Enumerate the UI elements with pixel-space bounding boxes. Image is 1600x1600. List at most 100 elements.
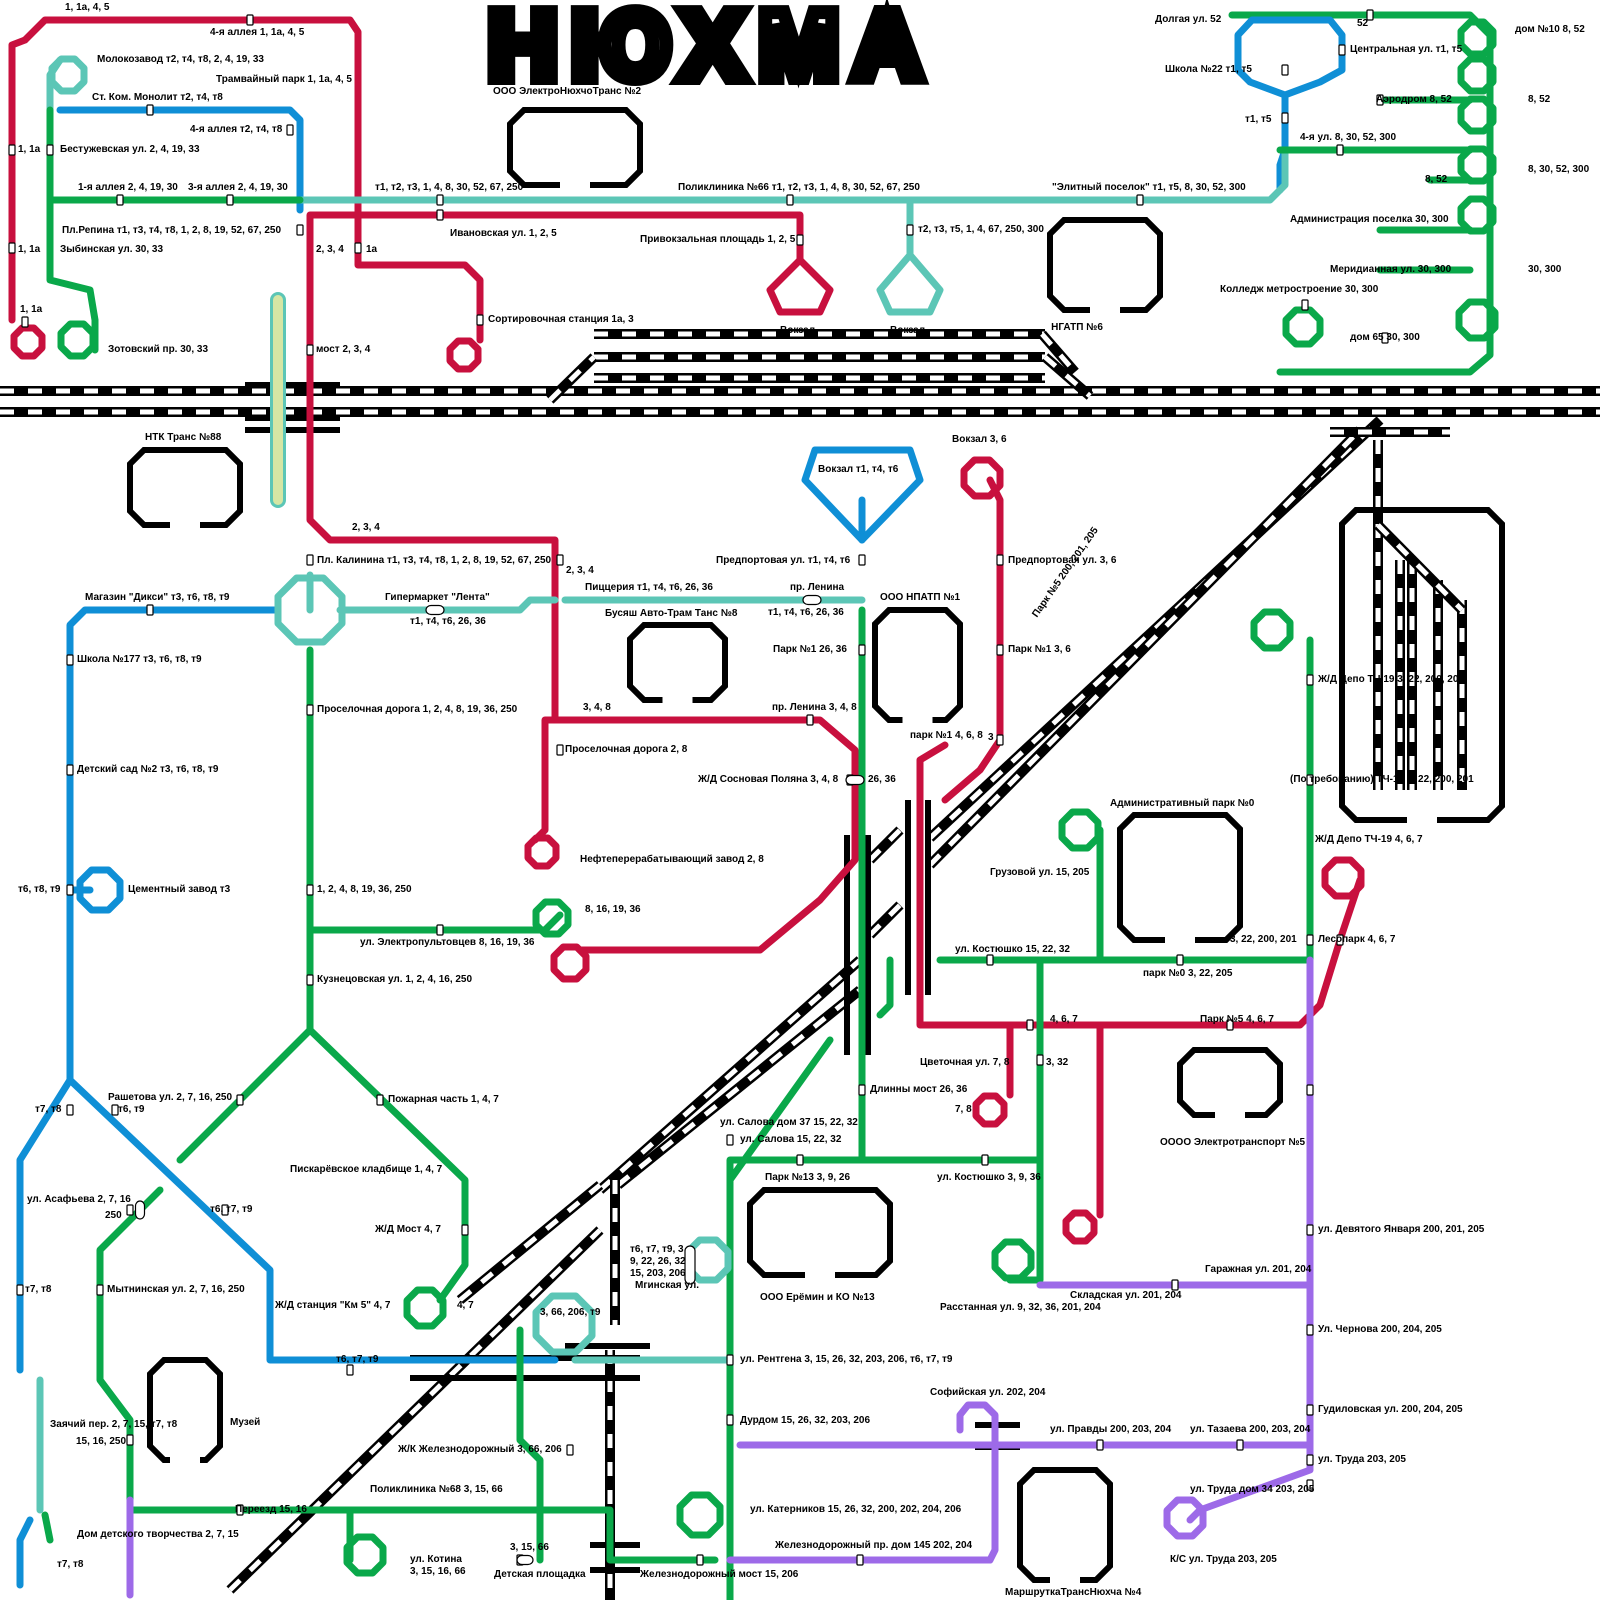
depot-label-d3: НТК Транс №88 [145, 432, 222, 443]
station-label: 3, 32 [1046, 1057, 1069, 1068]
stop-marker [1176, 954, 1184, 966]
stop-marker [346, 1364, 354, 1376]
stop-marker [476, 314, 484, 326]
depot-eremin [747, 1187, 893, 1278]
terminal-loop [876, 251, 944, 316]
station-label: 9, 22, 26, 32 [630, 1256, 686, 1267]
depot-elektrotransport [1177, 1047, 1283, 1118]
station-label: Пл.Репина т1, т3, т4, т8, 1, 2, 8, 19, 5… [62, 225, 281, 236]
station-label: Гипермаркет "Лента" [385, 592, 490, 603]
terminal-loop [532, 898, 572, 938]
stop-marker [436, 924, 444, 936]
railway-track [546, 353, 598, 404]
terminal-loop [1457, 55, 1497, 95]
station-label: 4-я аллея 1, 1a, 4, 5 [210, 27, 305, 38]
station-label: 4, 6, 7 [1050, 1014, 1078, 1025]
stop-marker [806, 714, 814, 726]
station-label: Ж/Д станция "Км 5" 4, 7 [274, 1300, 391, 1311]
station-label: парк №0 3, 22, 205 [1143, 968, 1233, 979]
stop-marker [858, 644, 866, 656]
station-label: Нефтеперерабатывающий завод 2, 8 [580, 853, 764, 865]
stop-marker [306, 704, 314, 716]
station-label: 30, 300 [1528, 264, 1562, 275]
station-label: Школа №177 т3, т6, т8, т9 [77, 654, 202, 665]
stop-marker [1026, 1019, 1034, 1031]
stop-marker [376, 1094, 384, 1106]
stop-marker [1136, 194, 1144, 206]
stop-marker [1306, 1324, 1314, 1336]
station-label: Пожарная часть 1, 4, 7 [388, 1094, 499, 1105]
terminal-loop [76, 866, 124, 914]
station-label: т1, т5 [1245, 114, 1272, 125]
route-green [46, 106, 99, 354]
station-label: ул. Рентгена 3, 15, 26, 32, 203, 206, т6… [740, 1354, 953, 1365]
route-lines [8, 11, 1499, 1600]
station-label: 3 [988, 732, 994, 743]
station-label: ул. Асафьева 2, 7, 16 [27, 1193, 131, 1205]
stop-marker [726, 1354, 734, 1366]
route-green [306, 911, 564, 934]
terminal-loop [956, 1401, 999, 1449]
stop-marker [66, 764, 74, 776]
stop-marker [236, 1094, 244, 1106]
terminal-loop-1-1a [10, 324, 46, 360]
stop-marker [66, 654, 74, 666]
station-label: 8, 16, 19, 36 [585, 904, 641, 915]
stop-marker [66, 884, 74, 896]
station-label: Железнодорожный мост 15, 206 [639, 1569, 799, 1580]
route-green [41, 1511, 54, 1544]
depot-ntk-trans [127, 447, 243, 528]
stop-marker [306, 884, 314, 896]
station-label: 3, 66, 206, т9 [540, 1307, 601, 1318]
route-green [876, 956, 894, 1019]
station-label: Поликлиника №68 3, 15, 66 [370, 1484, 503, 1495]
depot-label-d5: ООО НПАТП №1 [880, 592, 960, 603]
stop-marker [556, 744, 564, 756]
depot-busyash [627, 622, 728, 703]
station-label: Аэродром 8, 52 [1376, 94, 1452, 105]
depot-elektronyukhchotrans [507, 107, 643, 188]
station-label: Цветочная ул. 7, 8 [920, 1057, 1010, 1068]
terminal-loop [1282, 306, 1324, 348]
depot-label-d2: НГАТП №6 [1051, 322, 1103, 333]
terminal-loop [960, 456, 1004, 500]
depot-label-d4: Бусяш Авто-Трам Танс №8 [605, 608, 738, 619]
station-label: Привокзальная площадь 1, 2, 5 [640, 234, 796, 245]
terminal-loop [1321, 856, 1365, 900]
station-label: Ж/К Железнодорожный 3, 66, 206 [397, 1444, 562, 1455]
railway-track [866, 901, 904, 939]
station-label: Парк №1 26, 36 [773, 644, 847, 655]
terminal-loop [532, 1292, 596, 1356]
terminal-loop [48, 55, 88, 95]
depots [127, 107, 1505, 1583]
station-label: т6, т7, т9 [336, 1354, 379, 1365]
route-green [176, 646, 469, 1304]
station-label: 15, 16, 250 [76, 1436, 126, 1447]
stop-marker [906, 224, 914, 236]
station-label: Ж/Д Депо ТЧ-19 4, 6, 7 [1314, 834, 1423, 845]
interchange-marker [425, 604, 445, 616]
terminal-loop [1457, 18, 1497, 58]
stop-marker [796, 1154, 804, 1166]
station-label: т6, т7, т9 [210, 1204, 253, 1215]
route-red [551, 716, 859, 954]
station-label: парк №1 4, 6, 8 [910, 730, 983, 741]
station-label: Пиццерия т1, т4, т6, 26, 36 [585, 582, 713, 593]
station-label: Переезд 15, 16 [235, 1504, 307, 1515]
station-label: 3-я аллея 2, 4, 19, 30 [188, 182, 288, 193]
station-label: К/С ул. Труда 203, 205 [1170, 1554, 1277, 1565]
stop-marker [1306, 934, 1314, 946]
station-label: Проселочная дорога 1, 2, 4, 8, 19, 36, 2… [317, 704, 518, 715]
railway-track [456, 1181, 604, 1304]
railway-track [596, 956, 864, 1194]
stop-marker [1381, 332, 1389, 344]
station-label: Вокзал [780, 325, 815, 336]
interchange-marker [845, 774, 865, 786]
stop-marker [111, 1104, 119, 1116]
stop-marker [246, 14, 254, 26]
stop-marker [96, 1284, 104, 1296]
station-label: 8, 52 [1425, 174, 1448, 185]
stop-marker [1171, 1279, 1179, 1291]
map-title: НЮХМА [481, 0, 929, 106]
